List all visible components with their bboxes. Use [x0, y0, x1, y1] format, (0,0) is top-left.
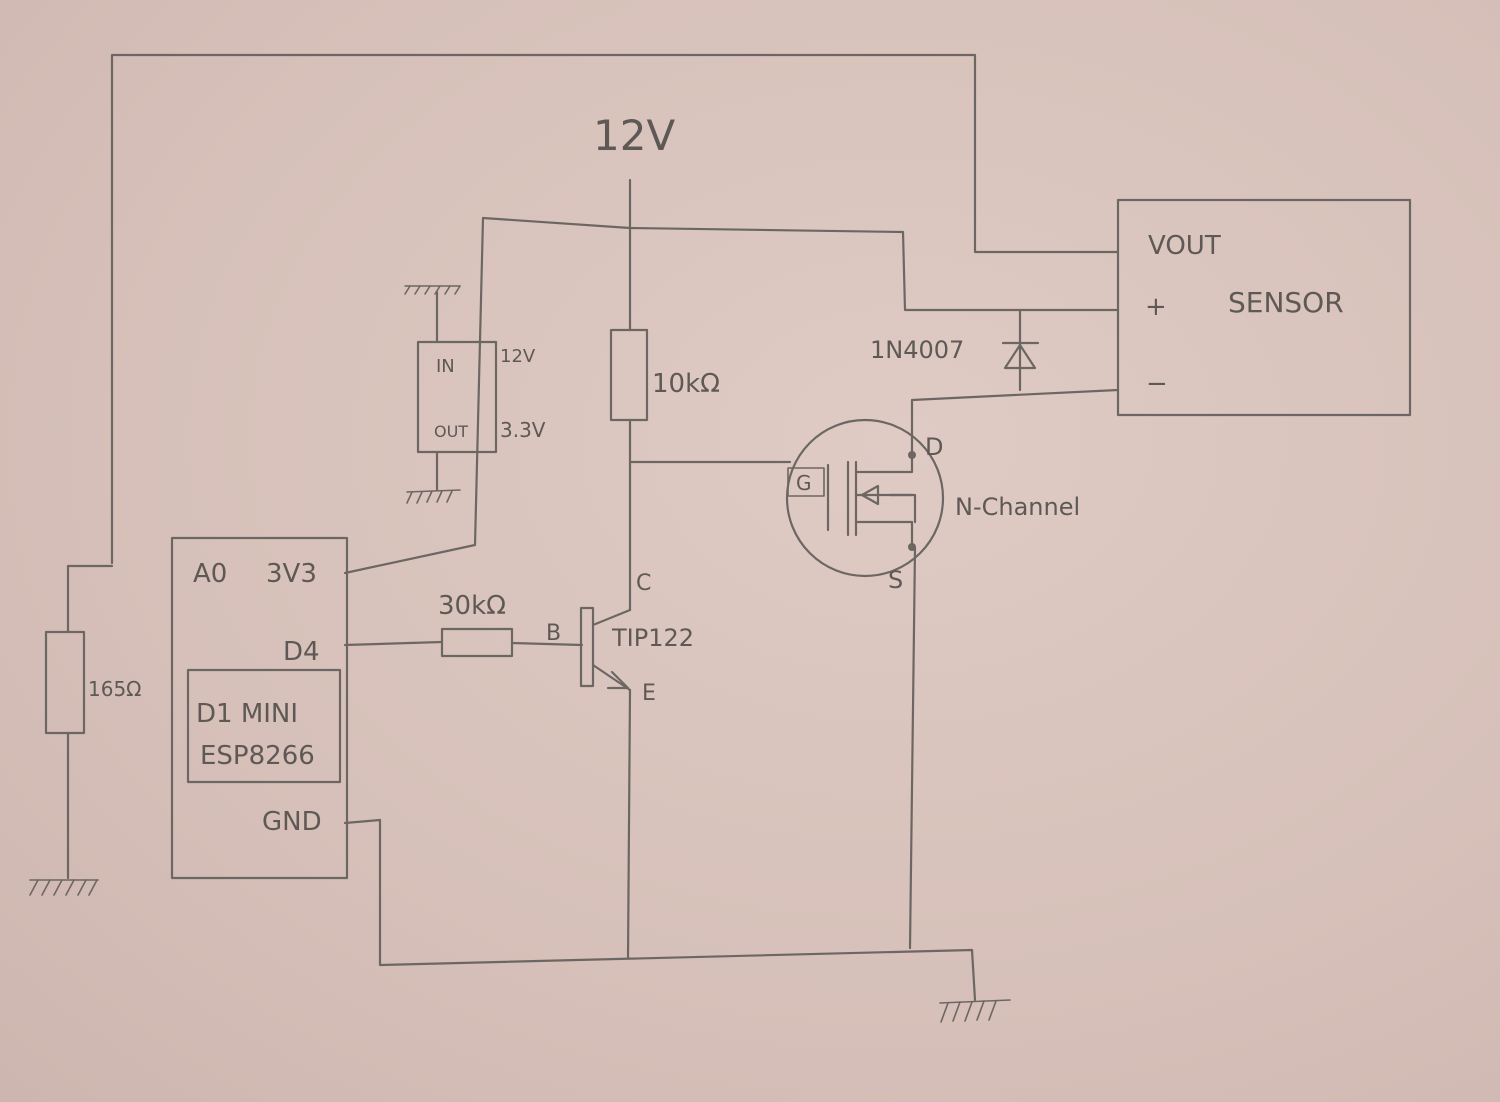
n-channel-mosfet: G D S N-Channel: [785, 418, 1080, 594]
diode-name-label: 1N4007: [870, 336, 964, 364]
sensor-plus-label: +: [1145, 292, 1167, 322]
sensor-name-label: SENSOR: [1228, 286, 1344, 319]
ground-icon: [406, 489, 461, 504]
resistor-10k: 10kΩ: [609, 328, 720, 422]
module-name-line1: D1 MINI: [196, 699, 298, 729]
transistor-emitter-label: E: [642, 681, 656, 706]
sensor-minus-label: −: [1146, 369, 1168, 399]
esp8266-module: A0 3V3 D4 D1 MINI ESP8266 GND: [170, 536, 349, 880]
resistor-30k-label: 30kΩ: [438, 591, 506, 621]
regulator-out-voltage: 3.3V: [500, 418, 546, 442]
voltage-regulator: IN 12V OUT 3.3V: [416, 340, 546, 454]
wires: [66, 53, 1120, 1002]
mosfet-gate-label: G: [796, 471, 812, 495]
supply-voltage-label: 12V: [593, 111, 675, 160]
diode-1n4007: 1N4007: [870, 336, 1040, 370]
pin-d4-label: D4: [283, 637, 320, 667]
pin-a0-label: A0: [193, 559, 227, 589]
regulator-out-label: OUT: [434, 422, 468, 441]
ground-icon: [404, 285, 461, 295]
ground-symbols: [29, 285, 1011, 1023]
resistor-10k-label: 10kΩ: [652, 369, 720, 399]
mosfet-drain-label: D: [925, 433, 943, 461]
regulator-in-label: IN: [436, 356, 455, 377]
regulator-in-voltage: 12V: [500, 346, 536, 367]
resistor-30k: 30kΩ: [438, 591, 514, 658]
module-name-line2: ESP8266: [200, 741, 315, 771]
mosfet-type-label: N-Channel: [955, 493, 1080, 521]
sensor-vout-label: VOUT: [1148, 231, 1221, 261]
ground-icon: [939, 999, 1011, 1023]
pin-gnd-label: GND: [262, 807, 322, 837]
ground-icon: [29, 879, 99, 896]
transistor-name-label: TIP122: [611, 624, 694, 652]
pin-3v3-label: 3V3: [266, 559, 317, 589]
mosfet-source-label: S: [888, 566, 903, 594]
sensor-block: VOUT + SENSOR −: [1116, 198, 1412, 417]
resistor-165-label: 165Ω: [88, 677, 141, 701]
tip122-transistor: B C TIP122 E: [546, 571, 694, 706]
resistor-165: 165Ω: [44, 630, 141, 735]
transistor-collector-label: C: [636, 571, 651, 596]
transistor-base-label: B: [546, 621, 561, 646]
